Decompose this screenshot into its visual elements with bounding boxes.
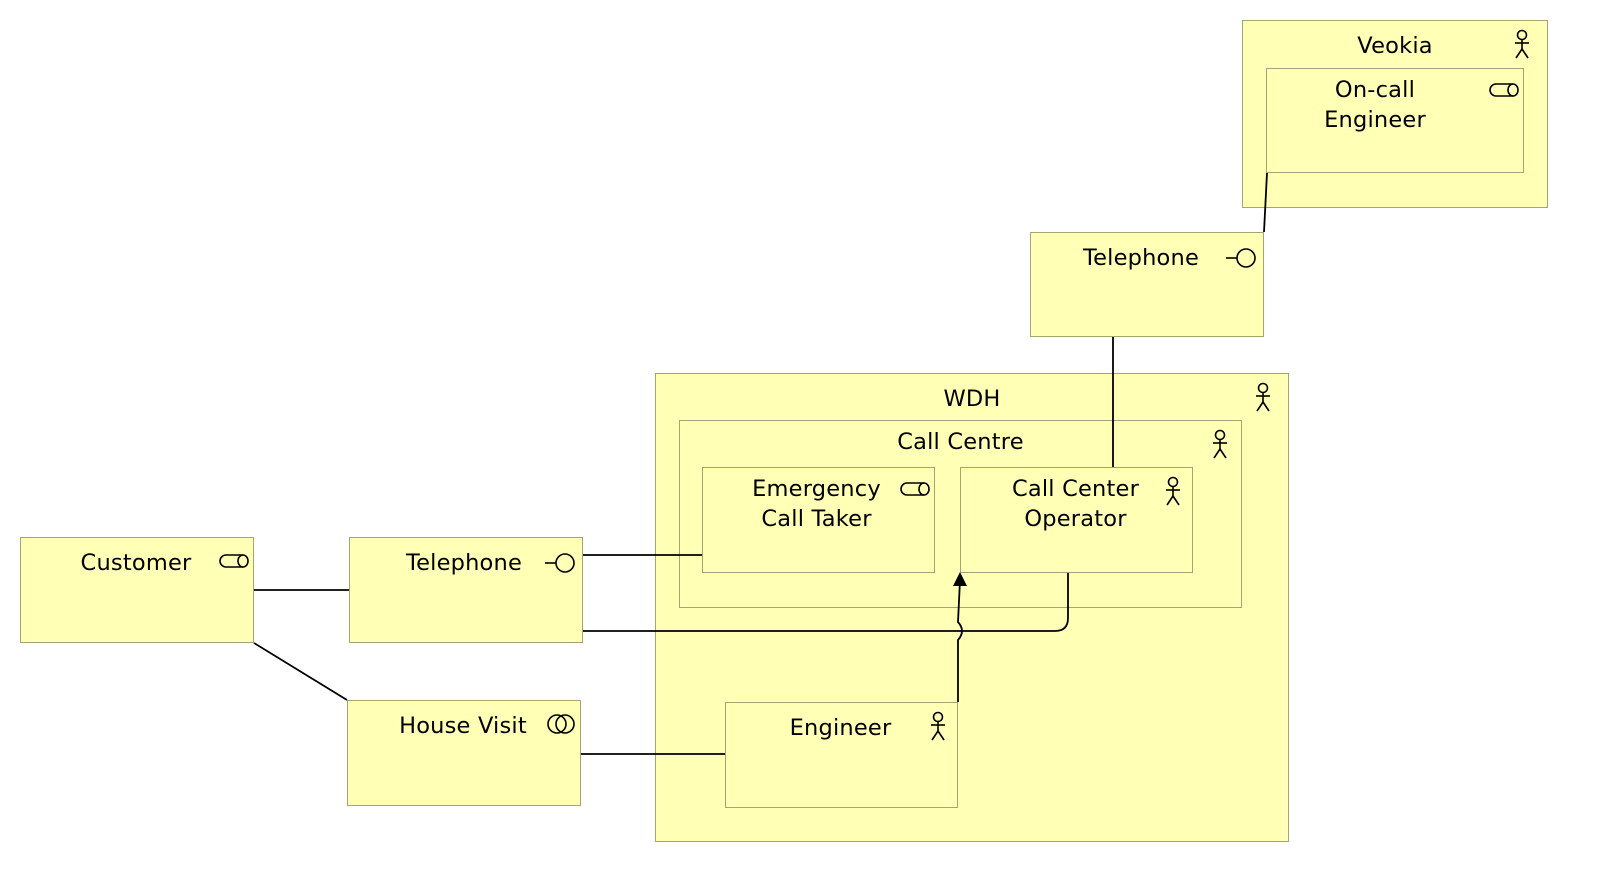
- node-label: Engineer: [789, 715, 892, 741]
- actor-icon: [1203, 427, 1237, 461]
- node-label: House Visit: [399, 713, 527, 739]
- node-label: Telephone: [405, 550, 523, 576]
- node-label: WDH: [943, 386, 1001, 412]
- node-engineer[interactable]: Engineer: [725, 702, 958, 808]
- node-label: Telephone: [1082, 245, 1200, 271]
- node-label: Call Centre: [897, 429, 1024, 455]
- collaboration-icon: [544, 707, 578, 741]
- actor-icon: [1505, 27, 1539, 61]
- interface-icon: [1225, 241, 1259, 275]
- node-label: On-call Engineer: [1324, 77, 1426, 133]
- node-customer[interactable]: Customer: [20, 537, 254, 643]
- node-label: Veokia: [1357, 33, 1433, 59]
- node-label: Emergency Call Taker: [752, 476, 881, 532]
- actor-icon: [921, 709, 955, 743]
- connector-customer-housevisit[interactable]: [253, 642, 348, 701]
- role-icon: [217, 544, 251, 578]
- actor-icon: [1246, 380, 1280, 414]
- node-oncall-engineer[interactable]: On-call Engineer: [1266, 68, 1524, 173]
- node-house-visit[interactable]: House Visit: [347, 700, 581, 806]
- node-telephone-left[interactable]: Telephone: [349, 537, 583, 643]
- role-icon: [1487, 73, 1521, 107]
- node-label: Call Center Operator: [1011, 476, 1140, 532]
- node-label: Customer: [80, 550, 192, 576]
- node-emergency-call-taker[interactable]: Emergency Call Taker: [702, 467, 935, 573]
- role-icon: [898, 472, 932, 506]
- interface-icon: [544, 546, 578, 580]
- node-telephone-top[interactable]: Telephone: [1030, 232, 1264, 337]
- actor-icon: [1156, 474, 1190, 508]
- node-call-center-operator[interactable]: Call Center Operator: [960, 467, 1193, 573]
